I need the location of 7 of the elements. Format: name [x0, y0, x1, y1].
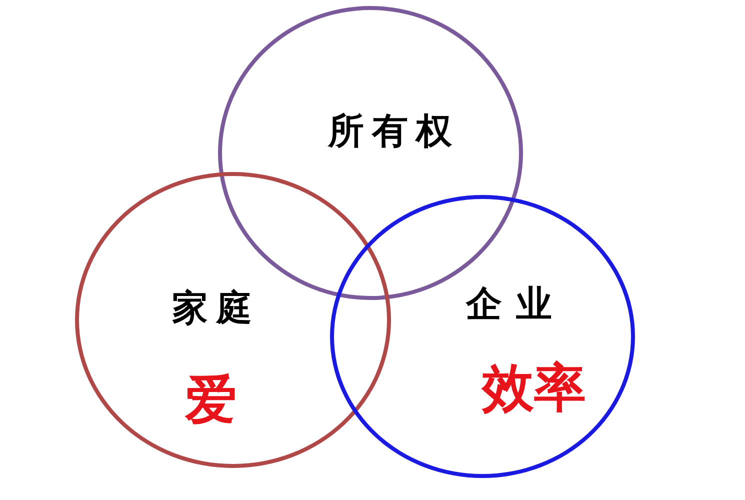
circle-title: 所有权	[328, 112, 460, 152]
circle-subtitle: 效率	[482, 360, 586, 418]
venn-circle	[330, 195, 635, 478]
circle-title: 企业	[466, 285, 566, 325]
circle-title: 家庭	[172, 289, 260, 329]
venn-circle	[75, 172, 391, 468]
circle-subtitle: 爱	[185, 372, 237, 430]
